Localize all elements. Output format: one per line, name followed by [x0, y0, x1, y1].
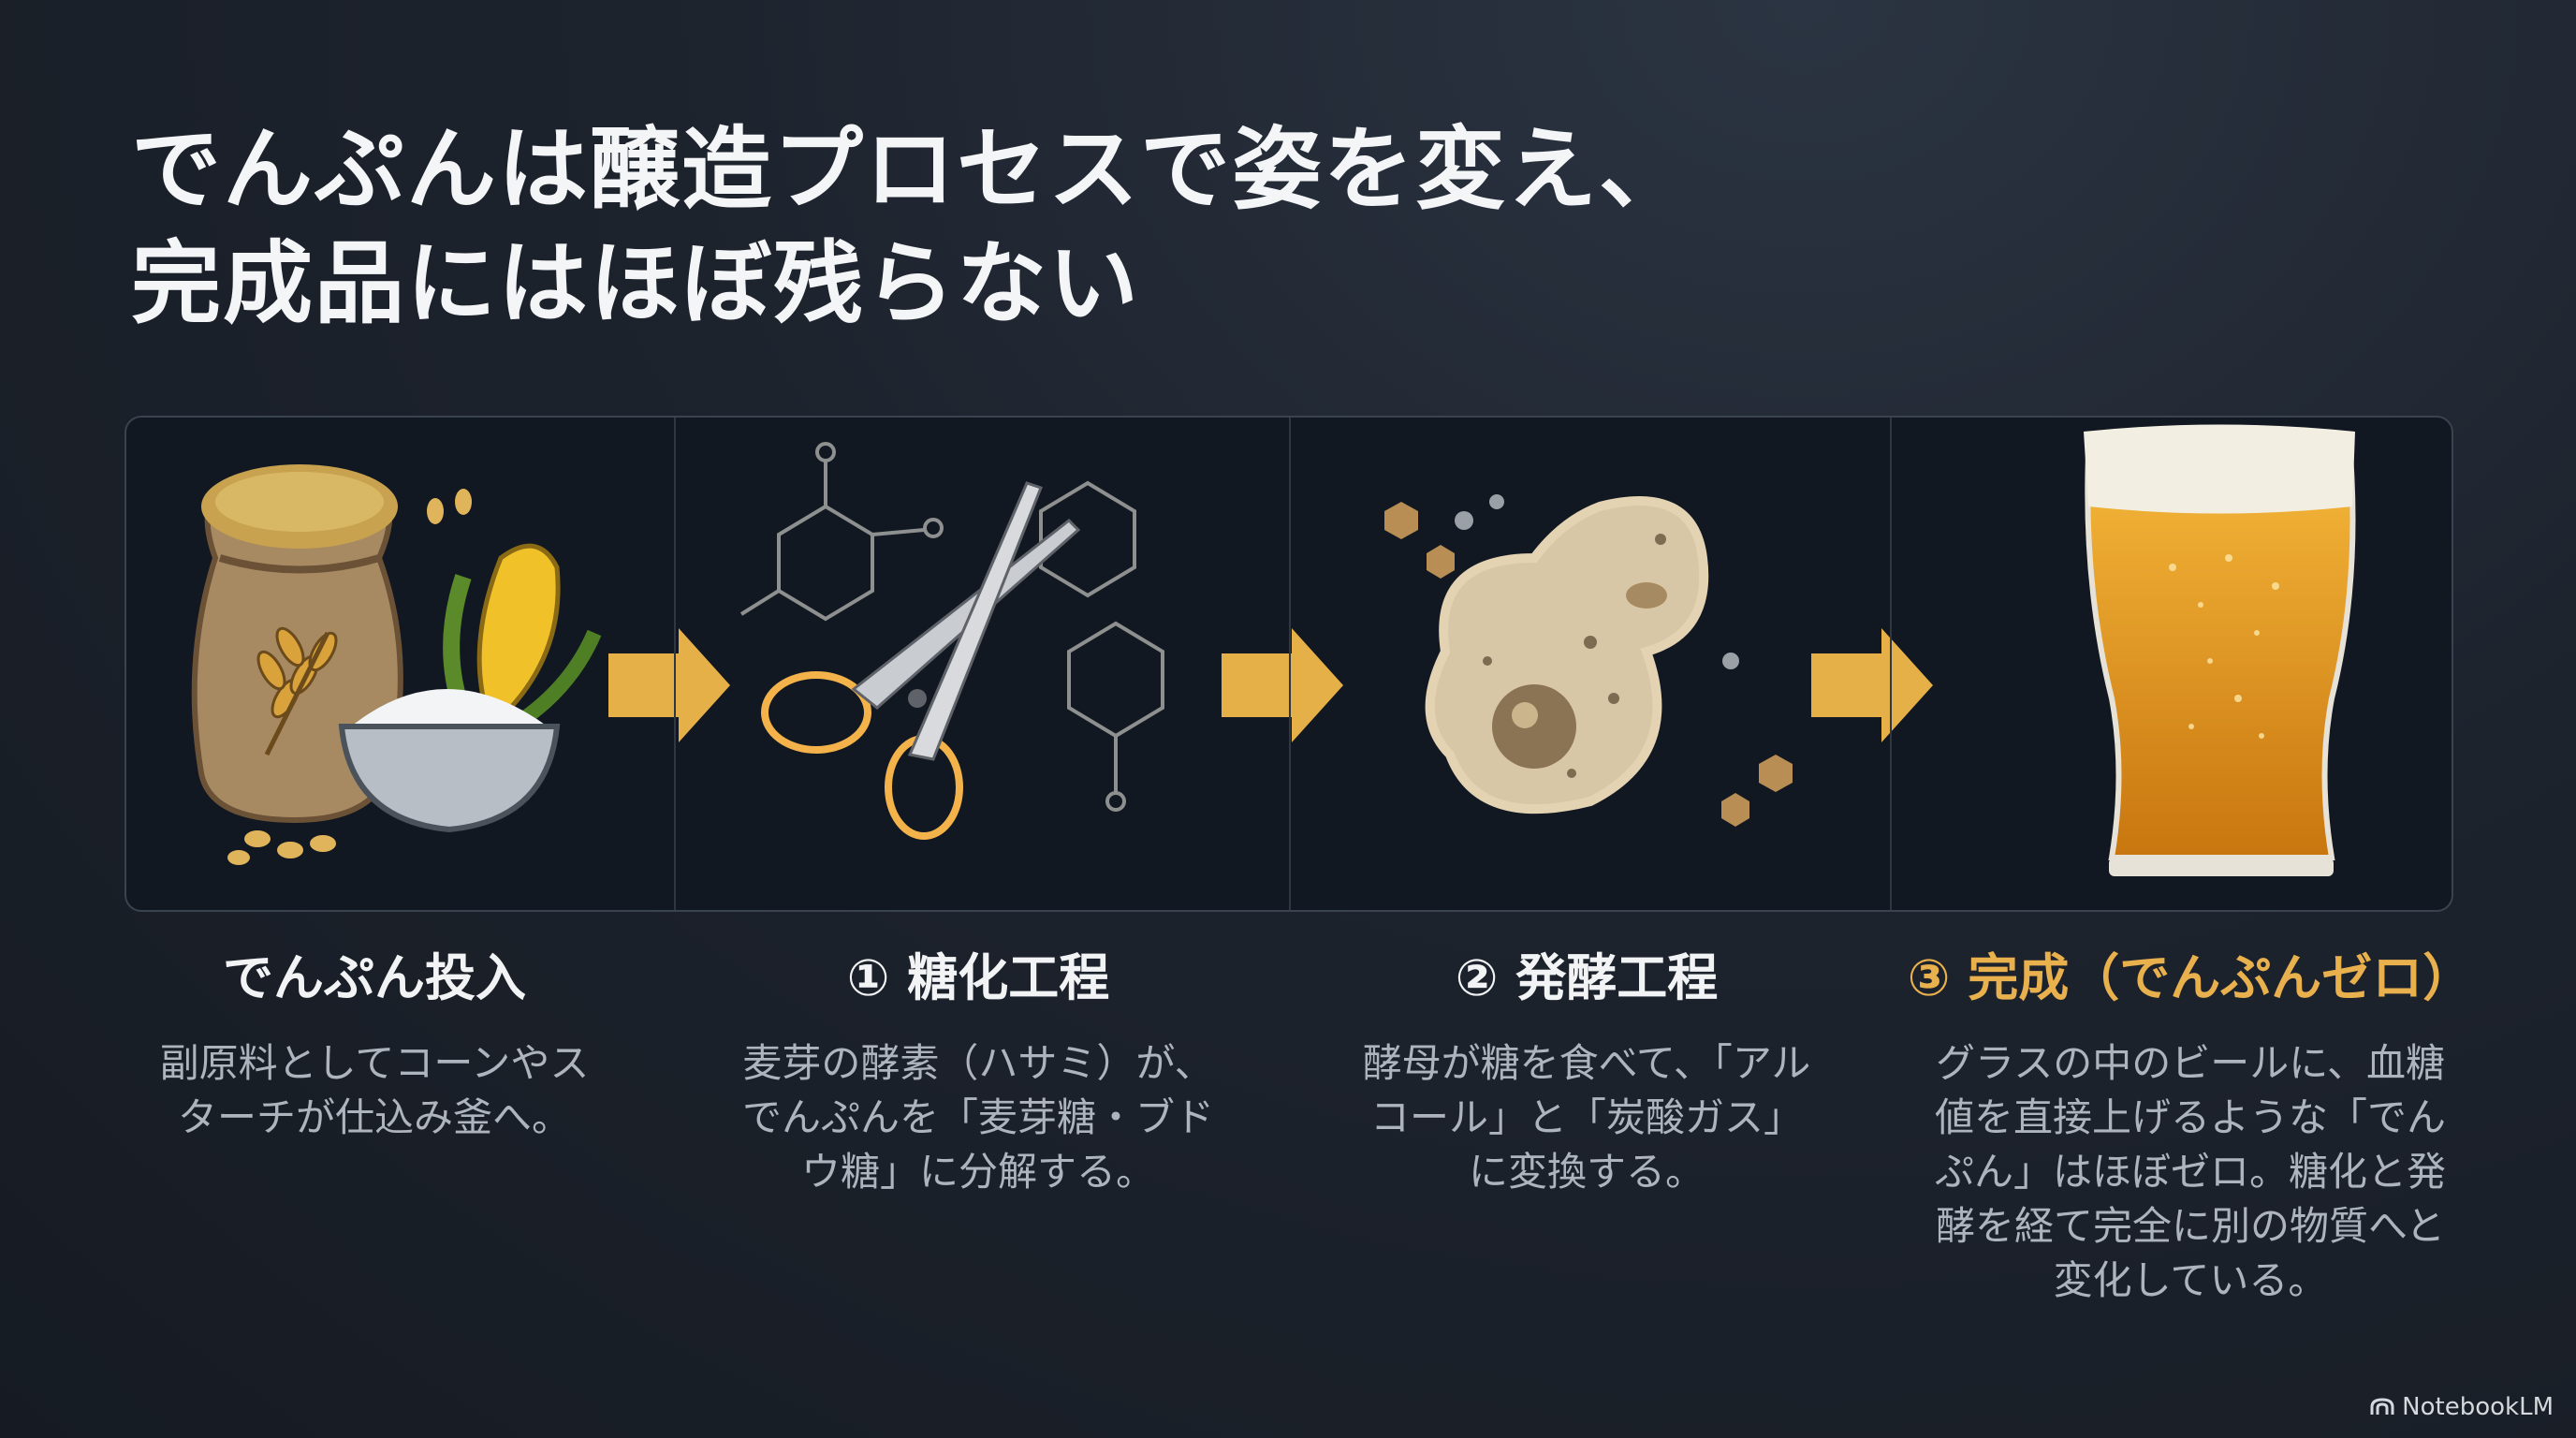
- step-description: 麦芽の酵素（ハサミ）が、 でんぷんを「麦芽糖・ブド ウ糖」に分解する。: [741, 1040, 1214, 1195]
- step-title: ③ 完成（でんぷんゼロ）: [1907, 948, 2474, 1007]
- beer-glass-icon: [2084, 424, 2356, 876]
- step-2: ① 糖化工程 麦芽の酵素（ハサミ）が、 でんぷんを「麦芽糖・ブド ウ糖」に分解す…: [688, 941, 1268, 1199]
- title-line-2: 完成品にはほぼ残らない: [131, 231, 1140, 336]
- step-3: ② 発酵工程 酵母が糖を食べて、「アル コール」と「炭酸ガス」 に変換する。: [1306, 941, 1867, 1199]
- process-panel: [124, 416, 2453, 912]
- step-2-illustration: [676, 418, 1289, 910]
- yeast-cell-icon: [1384, 494, 1793, 827]
- step-title: でんぷん投入: [223, 948, 526, 1007]
- divider: [674, 418, 676, 910]
- scissors-molecule-icon: [739, 442, 1164, 840]
- step-description: グラスの中のビールに、血糖 値を直接上げるような「でん ぷん」はほぼゼロ。糖化と…: [1934, 1040, 2446, 1303]
- step-title: ② 発酵工程: [1455, 948, 1719, 1007]
- arrow-right-icon: [1222, 628, 1343, 742]
- step-1: でんぷん投入 副原料としてコーンやス ターチが仕込み釜へ。: [103, 941, 646, 1145]
- arrow-right-icon: [1811, 628, 1933, 742]
- step-description: 副原料としてコーンやス ターチが仕込み釜へ。: [159, 1040, 590, 1140]
- divider: [1289, 418, 1291, 910]
- title-line-1: でんぷんは醸造プロセスで姿を変え、: [131, 117, 1690, 222]
- brand-label: NotebookLM: [2402, 1393, 2554, 1421]
- step-3-illustration: [1291, 418, 1852, 910]
- notebooklm-logo-icon: [2370, 1398, 2394, 1415]
- step-4-illustration: [1892, 418, 2452, 910]
- arrow-right-icon: [608, 628, 730, 742]
- step-4: ③ 完成（でんぷんゼロ） グラスの中のビールに、血糖 値を直接上げるような「でん…: [1881, 941, 2499, 1308]
- step-description: 酵母が糖を食べて、「アル コール」と「炭酸ガス」 に変換する。: [1362, 1040, 1811, 1195]
- arrow-2: [1212, 418, 1353, 910]
- step-title: ① 糖化工程: [846, 948, 1110, 1007]
- grain-sack-corn-starch-icon: [191, 464, 602, 865]
- step-1-illustration: [126, 418, 674, 910]
- brand-watermark: NotebookLM: [2370, 1393, 2554, 1421]
- arrow-1: [599, 418, 739, 910]
- divider: [1890, 418, 1892, 910]
- arrow-3: [1802, 418, 1942, 910]
- page-title: でんぷんは醸造プロセスで姿を変え、 完成品にはほぼ残らない: [131, 112, 2003, 341]
